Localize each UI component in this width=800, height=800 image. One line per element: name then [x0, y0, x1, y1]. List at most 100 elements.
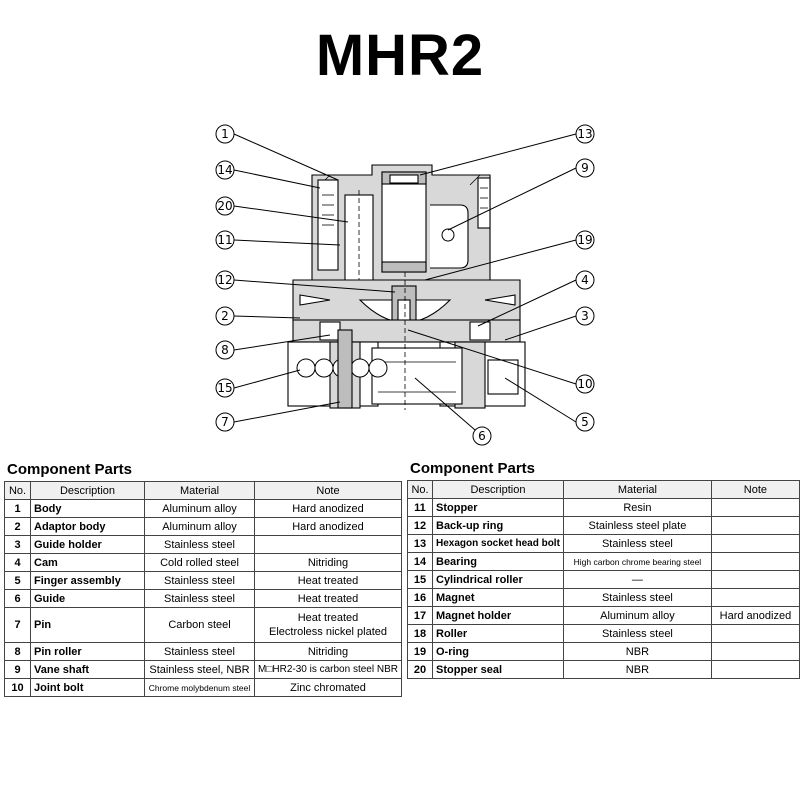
cell-material: Stainless steel: [144, 571, 255, 590]
cell-no: 18: [407, 624, 433, 643]
table-row: 13 Hexagon socket head bolt Stainless st…: [407, 534, 800, 553]
cell-material: Stainless steel: [562, 534, 712, 553]
right-screw-part: [477, 177, 491, 229]
cell-description: Guide holder: [30, 535, 145, 554]
callout-1: 1: [215, 124, 235, 144]
callout-2: 2: [215, 306, 235, 326]
cell-no: 2: [4, 517, 31, 536]
table-row: 18 Roller Stainless steel: [407, 624, 800, 643]
magnet-holder-part: [430, 204, 469, 269]
callout-6: 6: [472, 426, 492, 446]
header-note: Note: [710, 480, 800, 499]
cell-material: Stainless steel: [562, 624, 712, 643]
svg-text:19: 19: [577, 233, 592, 247]
cell-no: 10: [4, 678, 31, 697]
svg-text:12: 12: [217, 273, 232, 287]
cell-note: [710, 588, 800, 607]
cell-description: Stopper: [432, 498, 564, 517]
cell-description: Stopper seal: [432, 660, 564, 679]
cell-material: Aluminum alloy: [144, 517, 255, 536]
table-row: 11 Stopper Resin: [407, 498, 800, 517]
cell-material: High carbon chrome bearing steel: [562, 552, 712, 571]
svg-text:13: 13: [577, 127, 592, 141]
cell-no: 16: [407, 588, 433, 607]
cell-material: Stainless steel: [144, 535, 255, 554]
cell-note: [710, 642, 800, 661]
cell-material: Stainless steel: [144, 642, 255, 661]
cell-note: M□HR2-30 is carbon steel NBR: [254, 660, 402, 679]
svg-text:3: 3: [581, 309, 589, 323]
svg-text:15: 15: [217, 381, 232, 395]
table-row: 3 Guide holder Stainless steel: [4, 535, 402, 554]
cell-note: [710, 498, 800, 517]
svg-text:2: 2: [221, 309, 229, 323]
svg-text:20: 20: [217, 199, 232, 213]
table-row: 1 Body Aluminum alloy Hard anodized: [4, 499, 402, 518]
callout-8: 8: [215, 340, 235, 360]
table-title: Component Parts: [410, 460, 536, 477]
cell-description: Cam: [30, 553, 145, 572]
cell-note: [710, 534, 800, 553]
svg-text:14: 14: [217, 163, 232, 177]
callout-12: 12: [215, 270, 235, 290]
table-row: 5 Finger assembly Stainless steel Heat t…: [4, 571, 402, 590]
cell-no: 15: [407, 570, 433, 589]
cell-no: 12: [407, 516, 433, 535]
table-row: 2 Adaptor body Aluminum alloy Hard anodi…: [4, 517, 402, 536]
cell-material: Aluminum alloy: [562, 606, 712, 625]
table-row: 14 Bearing High carbon chrome bearing st…: [407, 552, 800, 571]
guide-holder-part: [292, 319, 521, 343]
table-row: 12 Back-up ring Stainless steel plate: [407, 516, 800, 535]
header-no: No.: [407, 480, 433, 499]
table-header-row: No. Description Material Note: [4, 481, 402, 500]
table-row: 10 Joint bolt Chrome molybdenum steel Zi…: [4, 678, 402, 697]
cell-note: Heat treated: [254, 589, 402, 608]
cell-no: 8: [4, 642, 31, 661]
cell-description: Pin roller: [30, 642, 145, 661]
cell-material: NBR: [562, 642, 712, 661]
note-line-1: Heat treated: [297, 612, 359, 624]
cell-description: Magnet: [432, 588, 564, 607]
cell-note: Hard anodized: [254, 517, 402, 536]
cell-description: Finger assembly: [30, 571, 145, 590]
cell-description: Cylindrical roller: [432, 570, 564, 589]
cell-description: Vane shaft: [30, 660, 145, 679]
table-row: 8 Pin roller Stainless steel Nitriding: [4, 642, 402, 661]
svg-text:5: 5: [581, 415, 589, 429]
cell-material: Stainless steel, NBR: [144, 660, 255, 679]
table-row: 6 Guide Stainless steel Heat treated: [4, 589, 402, 608]
cell-material: Stainless steel: [562, 588, 712, 607]
cell-material: Resin: [562, 498, 712, 517]
cell-note: Hard anodized: [710, 606, 800, 625]
svg-text:11: 11: [217, 233, 232, 247]
header-note: Note: [254, 481, 402, 500]
callout-20: 20: [215, 196, 235, 216]
cell-no: 6: [4, 589, 31, 608]
cell-no: 1: [4, 499, 31, 518]
callout-13: 14: [215, 160, 235, 180]
svg-text:6: 6: [478, 429, 486, 443]
callout-14: 13: [575, 124, 595, 144]
header-description: Description: [30, 481, 145, 500]
bearing-part: [381, 171, 427, 273]
cell-material: Stainless steel: [144, 589, 255, 608]
table-row: 20 Stopper seal NBR: [407, 660, 800, 679]
cell-note: Zinc chromated: [254, 678, 402, 697]
cell-no: 4: [4, 553, 31, 572]
leader-lines: [233, 133, 577, 437]
callout-19: 19: [575, 230, 595, 250]
table-row: 9 Vane shaft Stainless steel, NBR M□HR2-…: [4, 660, 402, 679]
cell-note: Nitriding: [254, 553, 402, 572]
cell-description: Body: [30, 499, 145, 518]
cell-description: Magnet holder: [432, 606, 564, 625]
cross-section-diagram: 1 14 20 11 12 2 8 15 7 13 9 19 4 3 10 5 …: [215, 124, 595, 446]
table-title: Component Parts: [7, 461, 133, 478]
cell-no: 17: [407, 606, 433, 625]
cell-note: [710, 516, 800, 535]
parts-table: No. Description Material Note 11 Stopper…: [407, 480, 800, 679]
table-row: 19 O-ring NBR: [407, 642, 800, 661]
parts-table-left: Component Parts No. Description Material…: [4, 461, 402, 697]
header-description: Description: [432, 480, 564, 499]
cell-no: 13: [407, 534, 433, 553]
